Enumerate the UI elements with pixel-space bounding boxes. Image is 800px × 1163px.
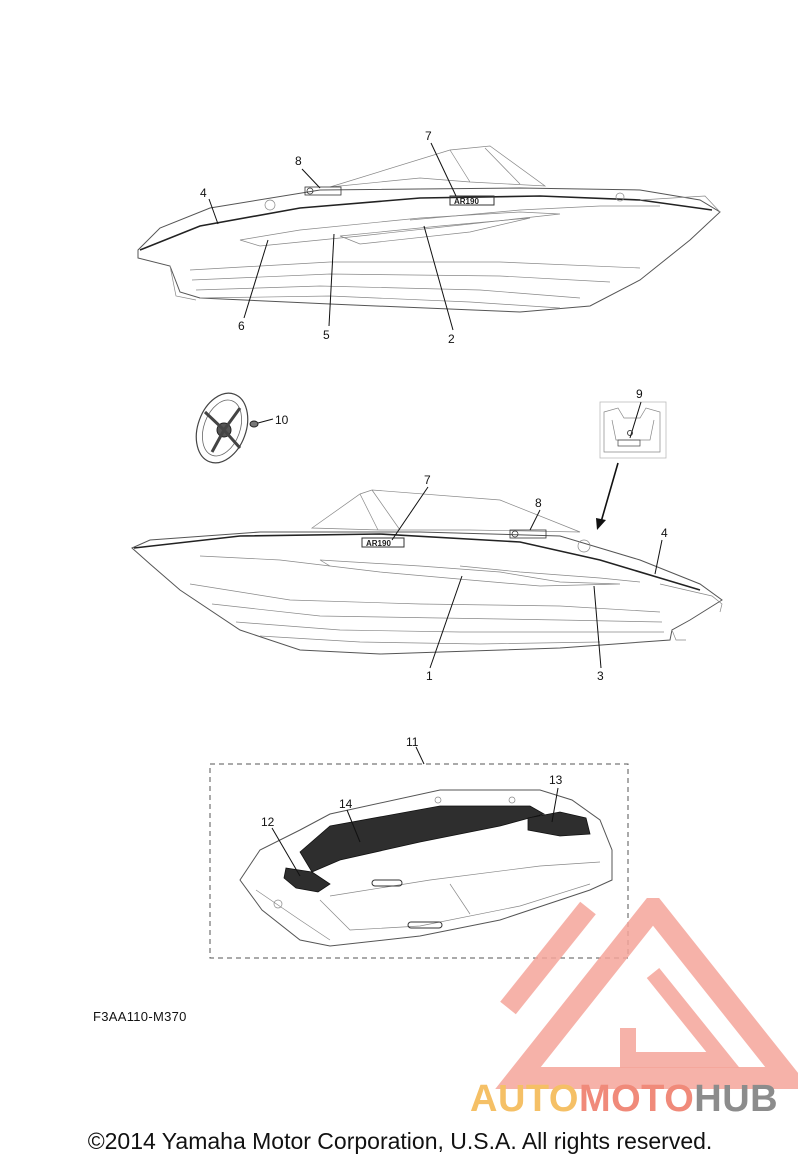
callout-1: 1 [426, 669, 433, 683]
callouts-mats: 12 14 13 [261, 773, 563, 829]
callout-9: 9 [636, 387, 643, 401]
mat-kit-dashed-box [209, 763, 629, 959]
leader-9 [629, 401, 642, 439]
callout-5: 5 [323, 328, 330, 342]
callout-4: 4 [661, 526, 668, 540]
callout-3: 3 [597, 669, 604, 683]
callout-4: 4 [200, 186, 207, 200]
inset-yamaha-badge [599, 401, 667, 459]
svg-text:AR190: AR190 [454, 197, 479, 206]
callout-8: 8 [535, 496, 542, 510]
boat-side-view-top: AR190 [137, 145, 721, 313]
watermark-logo-icon [495, 898, 798, 1089]
watermark-part-2: MOTO [578, 1078, 695, 1120]
callouts-top: 4 8 7 6 5 2 [200, 129, 455, 346]
leaders-mats [271, 787, 559, 877]
diagram-code: F3AA110-M370 [93, 1009, 187, 1024]
watermark-part-1: AUTO [470, 1078, 579, 1120]
callout-6: 6 [238, 319, 245, 333]
callout-11: 11 [406, 735, 419, 749]
callout-7: 7 [425, 129, 432, 143]
callout-10: 10 [275, 413, 289, 427]
callout-12: 12 [261, 815, 275, 829]
watermark-part-3: HUB [694, 1078, 779, 1120]
steering-wheel [195, 392, 259, 464]
callouts-middle: 7 8 4 1 3 [424, 473, 668, 683]
copyright-notice: ©2014 Yamaha Motor Corporation, U.S.A. A… [87, 1128, 713, 1154]
leaders-top [208, 142, 457, 331]
watermark-wordmark: AUTOMOTOHUB [470, 1078, 778, 1121]
svg-text:AR190: AR190 [366, 539, 391, 548]
boat-side-view-middle: AR190 [131, 489, 723, 655]
swim-platform-mats [239, 789, 613, 947]
callout-2: 2 [448, 332, 455, 346]
leader-10 [257, 418, 274, 424]
callout-7: 7 [424, 473, 431, 487]
arrow-inset-to-boat [600, 462, 619, 523]
callout-13: 13 [549, 773, 563, 787]
leaders-middle [391, 486, 663, 669]
callout-14: 14 [339, 797, 353, 811]
callout-8: 8 [295, 154, 302, 168]
leader-11 [415, 746, 425, 765]
